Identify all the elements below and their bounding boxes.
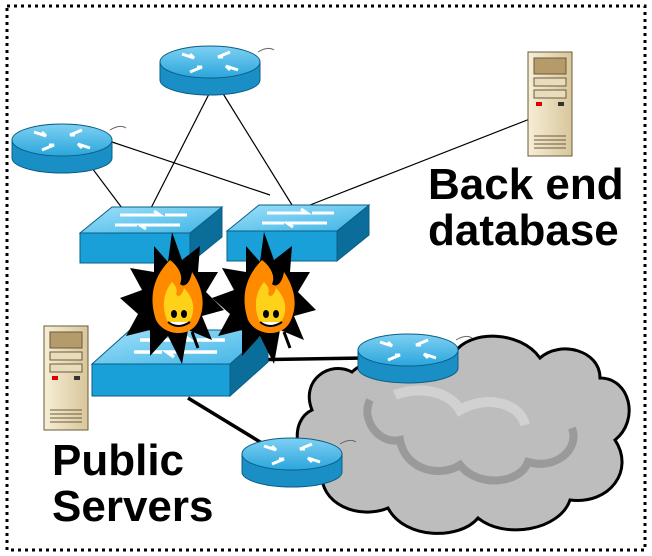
backend-database-label: Back end database — [428, 160, 624, 256]
link-router-top-switch-right — [221, 91, 293, 206]
router-bottom[interactable] — [241, 437, 357, 488]
link-switch-right-backend — [309, 114, 541, 206]
diagram-border — [5, 4, 647, 552]
backend-label-line2: database — [428, 206, 619, 256]
public-servers-label: Public Servers — [52, 436, 214, 532]
switch-right[interactable] — [225, 203, 371, 263]
public-label-line2: Servers — [52, 482, 214, 532]
link-router-left-switch-right — [111, 141, 271, 196]
link-switch-bottom-router-bottom — [187, 396, 271, 450]
public-label-line1: Public — [52, 436, 185, 485]
link-router-left-switch-left — [91, 167, 123, 209]
router-cloud-edge[interactable] — [357, 333, 473, 384]
internet-cloud — [295, 334, 631, 535]
server-backend-database[interactable] — [527, 51, 573, 157]
switch-left[interactable] — [78, 205, 224, 265]
router-left[interactable] — [11, 123, 127, 174]
backend-label-line1: Back end — [428, 160, 624, 209]
link-router-top-switch-left — [149, 91, 211, 211]
firewall-right — [212, 232, 316, 364]
connection-lines — [91, 91, 541, 211]
server-public[interactable] — [43, 325, 89, 431]
router-top[interactable] — [159, 45, 275, 96]
firewall-left — [120, 232, 224, 364]
